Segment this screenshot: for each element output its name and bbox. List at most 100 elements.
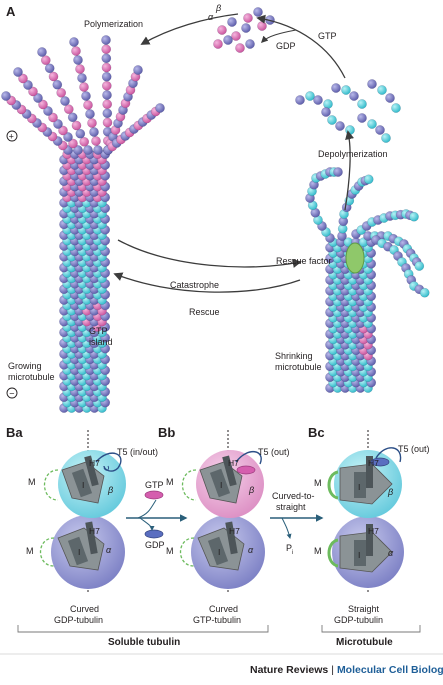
bc-tubulin-dimer <box>327 430 404 592</box>
free-tubulin-dimers <box>213 7 275 53</box>
tubulin-subunit <box>235 43 245 53</box>
shrinking-mt-label-2: microtubule <box>275 362 322 372</box>
ba-i-label-alpha: I <box>78 547 80 557</box>
tubulin-subunit <box>375 125 385 135</box>
minus-end-symbol: − <box>9 389 14 399</box>
rescue-factor-label: Rescue factor <box>276 256 332 266</box>
journal-credit: Nature Reviews|Molecular Cell Biology <box>250 664 443 676</box>
tubulin-subunit <box>313 95 323 105</box>
tubulin-subunit <box>83 100 93 110</box>
gtp-island-label-2: island <box>89 337 113 347</box>
ba-h7-label-alpha: H7 <box>89 526 100 536</box>
journal-section: Molecular Cell Biology <box>336 664 443 676</box>
tubulin-subunit <box>68 138 78 149</box>
bc-beta-symbol: β <box>387 487 393 497</box>
beta-label: β <box>215 3 221 13</box>
bb-tubulin-dimer <box>179 430 265 592</box>
tubulin-subunit <box>321 107 331 117</box>
journal-name: Nature Reviews <box>250 664 329 676</box>
tubulin-subunit <box>133 65 143 75</box>
tubulin-subunit <box>18 73 28 84</box>
minus-end-icon <box>6 387 18 399</box>
bc-caption-2: GDP-tubulin <box>334 615 383 625</box>
ba-tubulin-dimer <box>39 430 126 592</box>
tubulin-subunit <box>81 91 91 101</box>
ba-h7-label: H7 <box>89 458 100 468</box>
bc-m-label-beta: M <box>314 478 322 488</box>
plus-end-icon <box>6 130 18 142</box>
growing-microtubule <box>1 35 165 413</box>
panel-ba-label: Ba <box>6 425 23 440</box>
polymerization-arrow <box>140 13 239 45</box>
bb-h7-label: H7 <box>228 458 239 468</box>
gtp-label-a: GTP <box>318 31 337 41</box>
bb-h7-label-alpha: H7 <box>229 526 240 536</box>
gdp-molecule-icon <box>144 529 164 539</box>
pi-release-arrow <box>281 517 292 539</box>
growing-mt-label-1: Growing <box>8 361 42 371</box>
polymerization-label: Polymerization <box>84 19 143 29</box>
panel-bc-label: Bc <box>308 425 325 440</box>
bc-caption-1: Straight <box>348 604 380 614</box>
bc-alpha-symbol: α <box>388 548 394 558</box>
bb-i-label-beta: I <box>220 480 222 490</box>
tubulin-subunit <box>71 120 82 131</box>
tubulin-subunit <box>253 7 263 17</box>
tubulin-subunit <box>102 117 113 128</box>
depolymerization-arrow <box>344 130 355 211</box>
bb-m-label-beta: M <box>166 477 174 487</box>
tubulin-subunit <box>64 104 74 114</box>
tubulin-subunit <box>243 13 253 23</box>
tubulin-subunit <box>60 96 70 106</box>
soluble-tubulin-bracket <box>17 625 269 633</box>
tubulin-subunit <box>227 17 237 27</box>
catastrophe-arrow <box>117 239 302 268</box>
tubulin-subunit <box>41 55 51 66</box>
tubulin-subunit <box>381 133 391 143</box>
tubulin-subunit <box>83 145 93 155</box>
tubulin-subunit <box>33 93 43 103</box>
tubulin-subunit <box>71 46 81 56</box>
rescue-label: Rescue <box>189 307 220 317</box>
ba-alpha-symbol: α <box>106 545 112 555</box>
tubulin-subunit <box>53 119 63 129</box>
tubulin-subunit <box>363 174 374 185</box>
tubulin-subunit <box>79 82 89 92</box>
tubulin-subunit <box>48 112 58 123</box>
ba-t5-label: T5 (in/out) <box>117 447 158 457</box>
tubulin-subunit <box>101 71 112 82</box>
shrinking-microtubule <box>305 167 430 393</box>
tubulin-subunit <box>333 167 343 177</box>
tubulin-subunit <box>345 125 355 135</box>
growing-mt-label-2: microtubule <box>8 372 55 382</box>
tubulin-subunit <box>367 119 377 129</box>
tubulin-subunit <box>56 88 67 98</box>
tubulin-subunit <box>391 103 401 113</box>
tubulin-subunit <box>335 121 345 131</box>
tubulin-subunit <box>357 113 367 123</box>
bc-m-label-alpha: M <box>314 546 322 556</box>
tubulin-subunit <box>305 91 315 101</box>
gdp-label-a: GDP <box>276 41 296 51</box>
tubulin-subunit <box>13 67 23 77</box>
tubulin-subunit <box>44 63 55 74</box>
bc-i-label-beta: I <box>358 482 360 492</box>
bb-beta-symbol: β <box>248 485 254 495</box>
depolymerization-label: Depolymerization <box>318 149 388 159</box>
gtp-gdp-exchange-arrow <box>261 29 297 43</box>
tubulin-subunit <box>223 35 233 45</box>
tubulin-subunit <box>102 81 112 91</box>
tubulin-subunit <box>1 91 11 101</box>
tubulin-subunit <box>101 44 111 55</box>
tubulin-subunit <box>414 261 425 271</box>
tubulin-subunit <box>58 125 68 136</box>
ba-m-label-alpha: M <box>26 546 34 556</box>
tubulin-subunit <box>87 118 97 128</box>
tubulin-subunit <box>93 145 103 155</box>
bb-caption-1: Curved <box>209 604 238 614</box>
panel-a-label: A <box>6 4 16 19</box>
ba-caption-2: GDP-tubulin <box>54 615 103 625</box>
tubulin-subunit <box>385 93 395 103</box>
